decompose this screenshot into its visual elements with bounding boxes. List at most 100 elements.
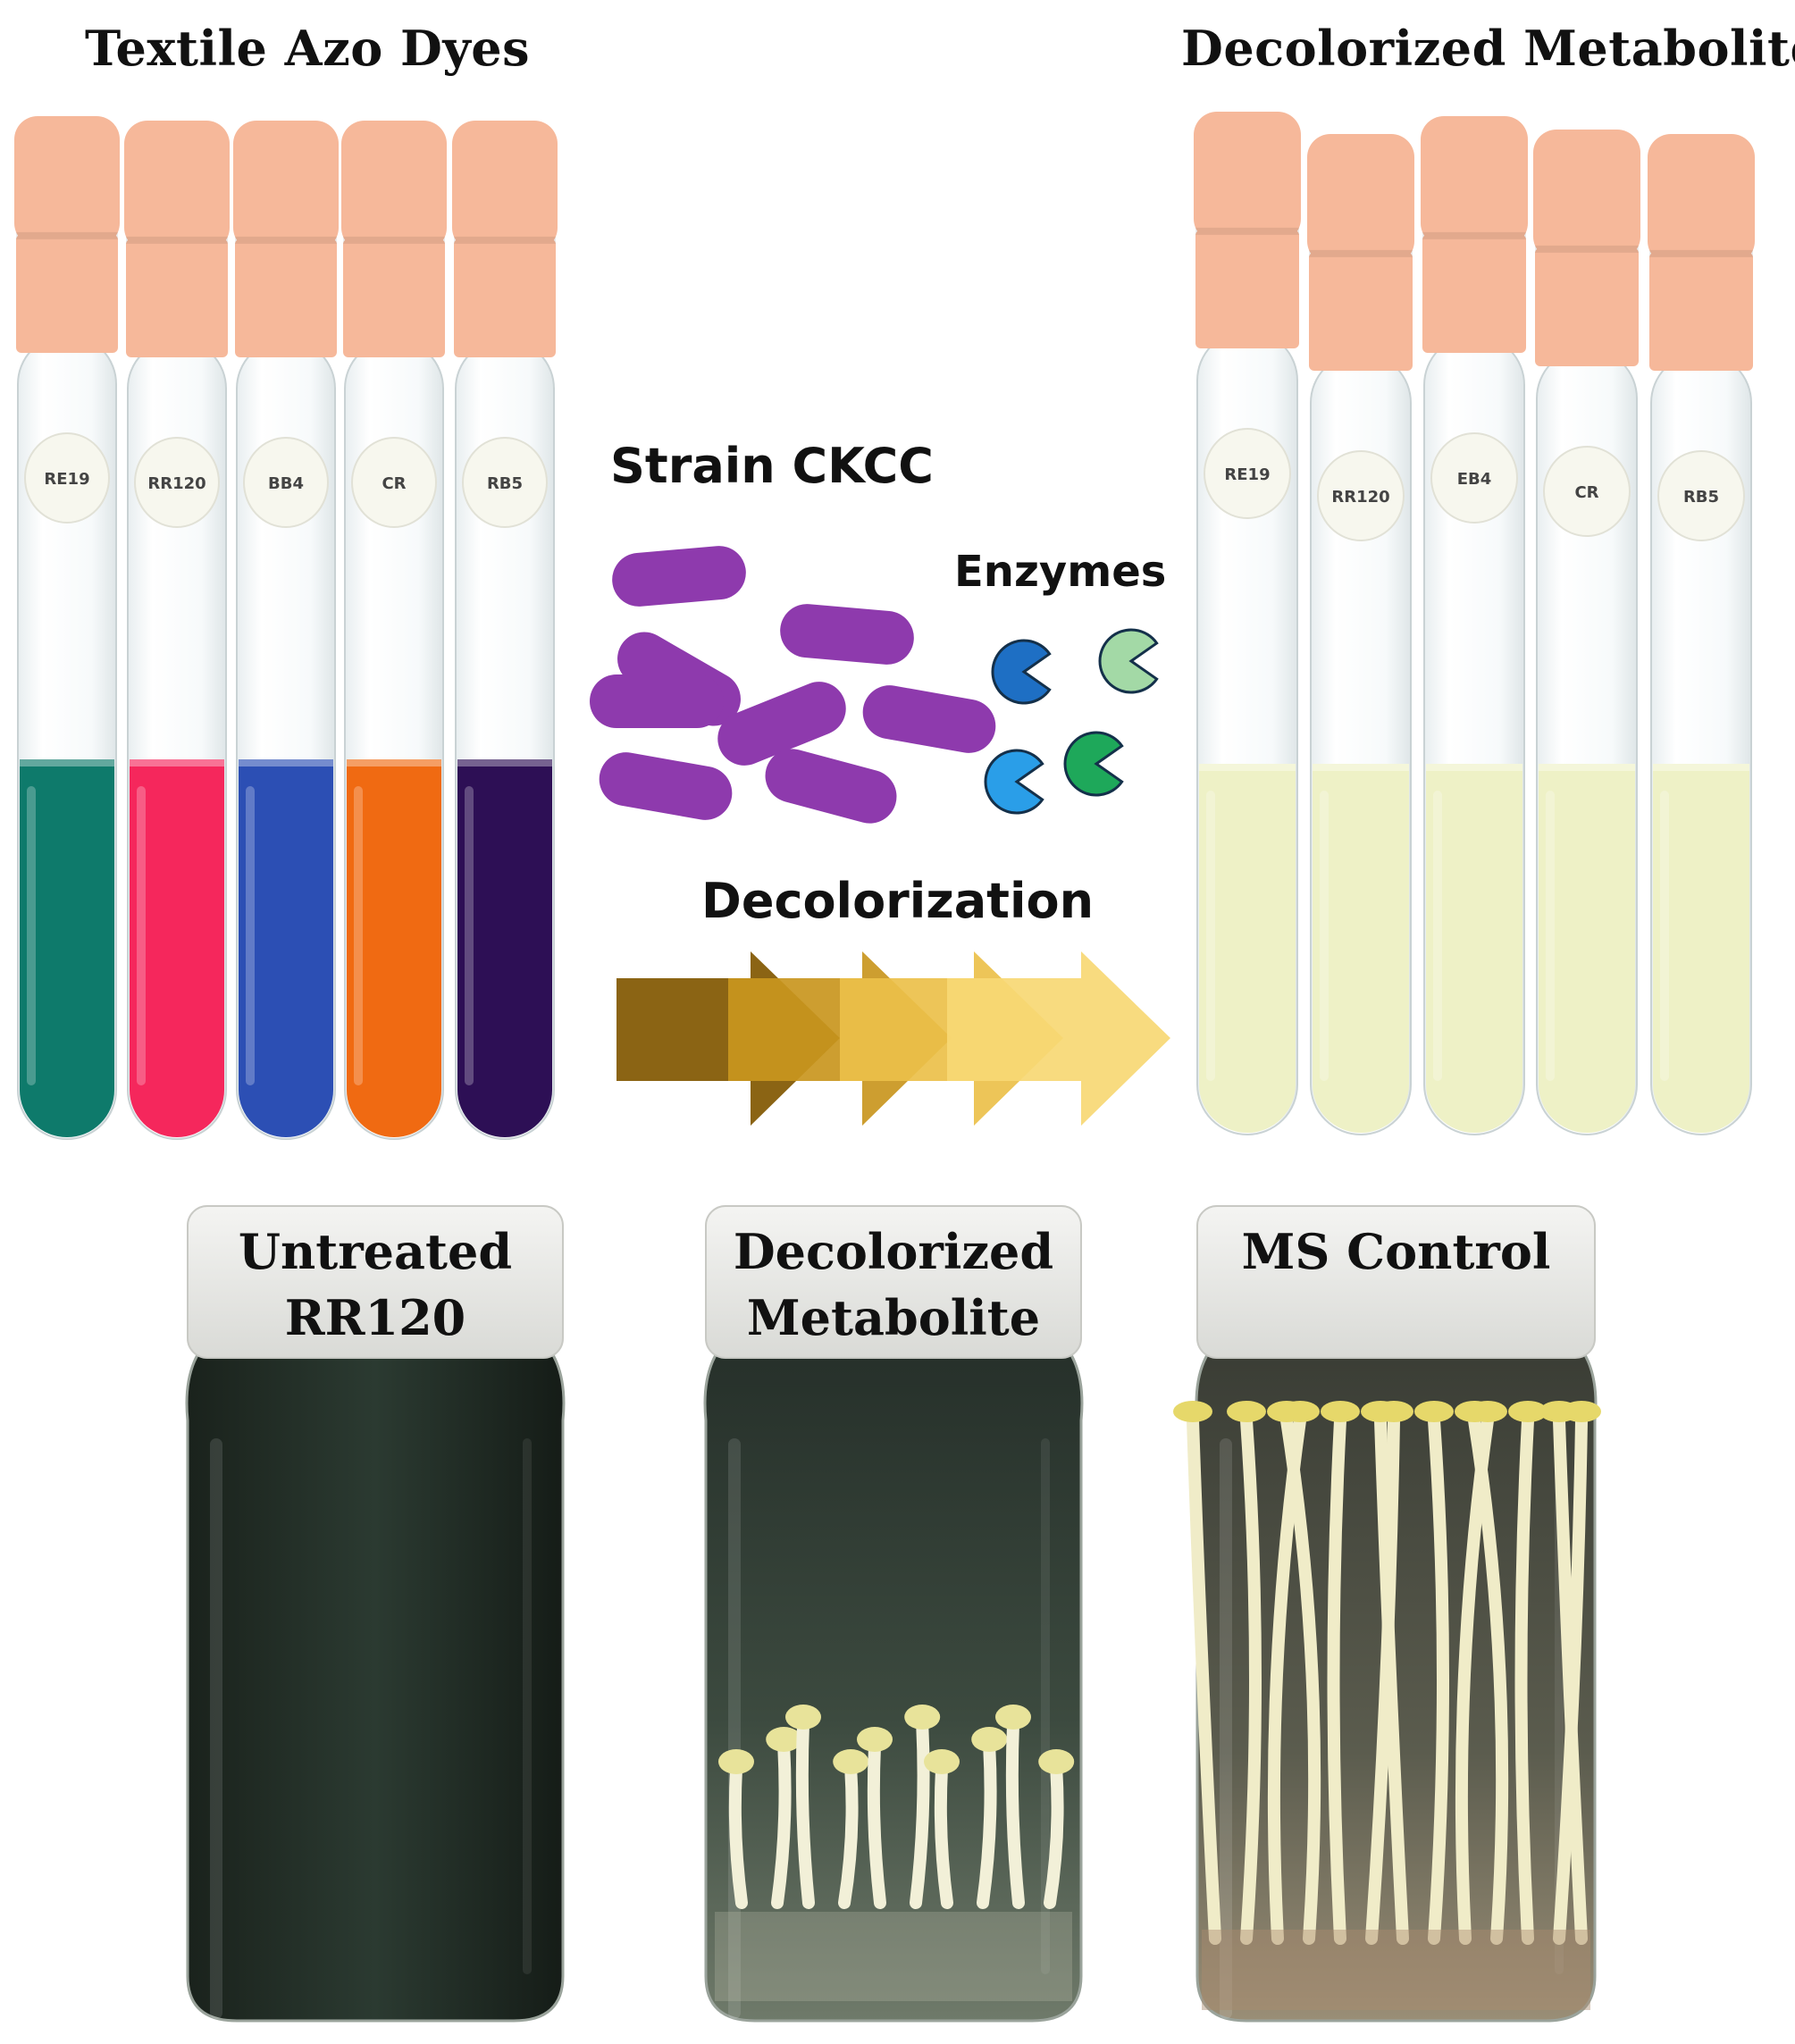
sprout-leaf bbox=[857, 1727, 893, 1752]
sprout-leaf bbox=[1227, 1401, 1266, 1422]
sprout-leaf bbox=[1508, 1401, 1548, 1422]
enzyme-icon bbox=[1063, 731, 1124, 797]
metabolite-tube-rb5: RB5 bbox=[1648, 134, 1755, 1135]
sprout-stem bbox=[771, 1740, 792, 1909]
sprout-stem bbox=[838, 1763, 859, 1909]
sprout-stem bbox=[910, 1718, 930, 1909]
tube-label-patch bbox=[1543, 446, 1631, 537]
sprout-leaf bbox=[1414, 1401, 1454, 1422]
tube-cap bbox=[1648, 134, 1755, 371]
sprout-stem bbox=[977, 1740, 997, 1909]
metabolite-tube-re19: RE19 bbox=[1194, 112, 1301, 1135]
enzyme-icon bbox=[1098, 628, 1159, 694]
dye-tube-rr120: RR120 bbox=[124, 121, 230, 1140]
sprout-stem bbox=[795, 1718, 815, 1909]
dye-tube-cr: CR bbox=[341, 121, 447, 1140]
sprouts-metabolite bbox=[715, 1705, 1075, 2001]
metabolite-tube-cr: CR bbox=[1533, 130, 1640, 1135]
enzyme-icons bbox=[984, 628, 1159, 815]
dye-tube-bb4: BB4 bbox=[233, 121, 339, 1140]
sprout-stem bbox=[934, 1763, 953, 1909]
sprout-leaf bbox=[1173, 1401, 1212, 1422]
sprout-leaf bbox=[971, 1727, 1008, 1752]
bacteria-cells bbox=[590, 546, 996, 824]
sprout-stem bbox=[1327, 1414, 1346, 1945]
tube-liquid bbox=[457, 759, 552, 1137]
bacterium-rod bbox=[862, 685, 996, 753]
metabolite-tube-eb4: EB4 bbox=[1421, 116, 1528, 1135]
dye-tube-group: RE19 RR120 BB4 CR RB5 bbox=[14, 116, 558, 1140]
sprouts-control bbox=[1173, 1401, 1601, 2010]
sprout-stem bbox=[1428, 1414, 1449, 1945]
tube-liquid bbox=[1313, 764, 1409, 1133]
enzymes-label: Enzymes bbox=[954, 547, 1167, 597]
tube-liquid bbox=[130, 759, 224, 1137]
metabolite-tube-rr120: RR120 bbox=[1307, 134, 1414, 1135]
tube-label-patch bbox=[351, 437, 437, 528]
sprout-stem bbox=[1187, 1414, 1221, 1945]
dye-tube-re19: RE19 bbox=[14, 116, 120, 1140]
sprout-leaf bbox=[785, 1705, 821, 1730]
tube-label: BB4 bbox=[268, 474, 304, 493]
bacterium-rod bbox=[780, 604, 914, 665]
tube-cap bbox=[1307, 134, 1414, 371]
arrow-shape bbox=[947, 951, 1170, 1126]
enzyme-icon bbox=[984, 749, 1044, 815]
jar-label-line: MS Control bbox=[1242, 1223, 1551, 1280]
tube-label: CR bbox=[382, 474, 406, 493]
tube-label: RE19 bbox=[1224, 465, 1270, 484]
tube-liquid bbox=[239, 759, 333, 1137]
jar-label-line: Metabolite bbox=[747, 1289, 1040, 1346]
sprout-stem bbox=[1280, 1414, 1321, 1945]
bacterium-rod bbox=[612, 546, 746, 607]
tube-cap bbox=[1533, 130, 1640, 366]
tube-label-patch bbox=[462, 437, 548, 528]
bacterium-rod bbox=[765, 749, 897, 824]
tube-label: RB5 bbox=[487, 474, 523, 493]
sprout-leaf bbox=[1321, 1401, 1360, 1422]
sprout-leaf bbox=[1267, 1401, 1306, 1422]
sprout-leaf bbox=[766, 1727, 802, 1752]
strain-label: Strain CKCC bbox=[610, 438, 934, 494]
bacterium-rod bbox=[717, 682, 846, 766]
tube-label-patch bbox=[243, 437, 329, 528]
sprout-stem bbox=[1005, 1718, 1025, 1909]
tube-label: EB4 bbox=[1457, 470, 1492, 489]
sprout-stem bbox=[1514, 1414, 1534, 1945]
tube-cap bbox=[124, 121, 230, 357]
sprout-leaf bbox=[924, 1749, 960, 1774]
sprout-stem bbox=[1374, 1414, 1409, 1945]
sprout-stem bbox=[1468, 1414, 1509, 1945]
tube-label-patch bbox=[1430, 432, 1518, 524]
jar-label-line: Decolorized bbox=[734, 1223, 1053, 1280]
tube-label-patch bbox=[134, 437, 220, 528]
right-heading: Decolorized Metabolite bbox=[1181, 20, 1795, 77]
decolorization-arrows bbox=[617, 951, 1170, 1126]
dye-tube-rb5: RB5 bbox=[452, 121, 558, 1140]
jar-lid bbox=[1196, 1205, 1596, 1359]
tube-liquid bbox=[1539, 764, 1635, 1133]
tube-label-patch bbox=[1204, 428, 1291, 519]
tube-cap bbox=[233, 121, 339, 357]
sprout-stem bbox=[1044, 1763, 1064, 1909]
jar-label-line: RR120 bbox=[285, 1289, 466, 1346]
decolorization-label: Decolorization bbox=[701, 873, 1095, 929]
tube-label: RR120 bbox=[147, 474, 206, 493]
tube-liquid bbox=[1426, 764, 1522, 1133]
sprout-leaf bbox=[1455, 1401, 1494, 1422]
tube-label: CR bbox=[1574, 483, 1598, 502]
tube-cap bbox=[14, 116, 120, 353]
tube-liquid bbox=[1653, 764, 1749, 1133]
sprout-stem bbox=[1240, 1414, 1262, 1945]
tube-label: RB5 bbox=[1683, 488, 1719, 507]
sprout-leaf bbox=[995, 1705, 1031, 1730]
tube-cap bbox=[341, 121, 447, 357]
jar-body bbox=[185, 1347, 566, 2023]
sprout-stem bbox=[1553, 1414, 1588, 1945]
sprout-leaf bbox=[1038, 1749, 1075, 1774]
sprout-stem bbox=[867, 1740, 886, 1909]
tube-cap bbox=[1421, 116, 1528, 353]
